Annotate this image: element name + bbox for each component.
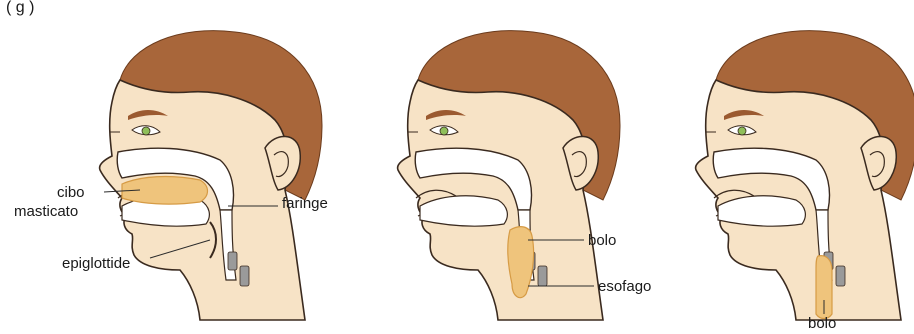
label-masticato: masticato — [14, 203, 78, 220]
label-cibo: cibo — [57, 184, 85, 201]
caption-text: ( g ) — [6, 0, 34, 16]
label-bolo-right: bolo — [808, 315, 836, 332]
head-right — [696, 31, 914, 320]
head-middle — [398, 31, 620, 320]
label-esofago: esofago — [598, 278, 651, 295]
label-bolo-mid: bolo — [588, 232, 616, 249]
label-epiglottide: epiglottide — [62, 255, 130, 272]
head-left — [100, 31, 322, 320]
label-faringe: faringe — [282, 195, 328, 212]
caption: ( g ) — [6, 0, 34, 16]
